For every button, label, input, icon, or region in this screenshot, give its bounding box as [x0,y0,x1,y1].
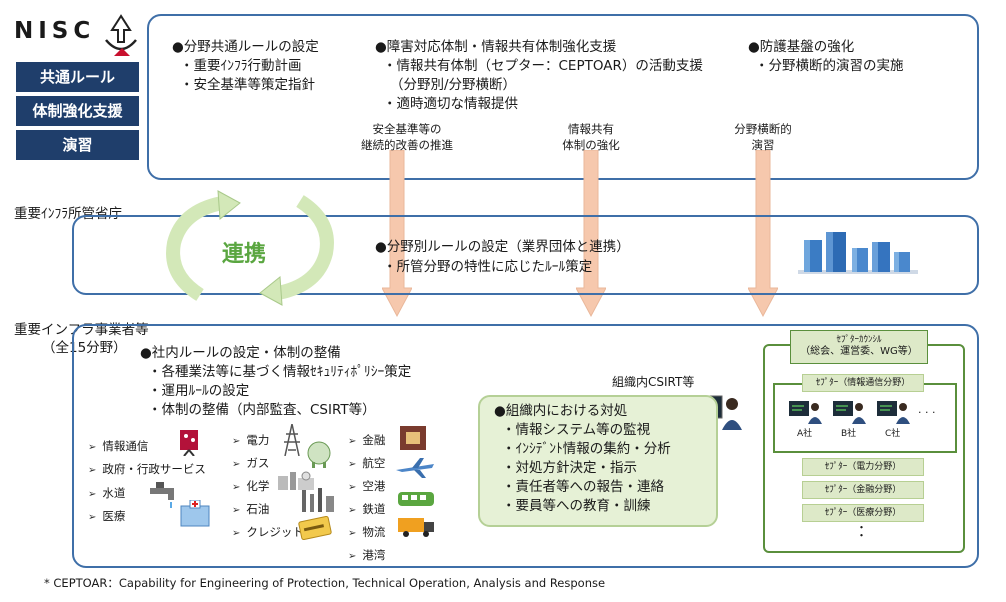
sector-item: ➢石油 [232,502,270,516]
csirt-box [478,395,718,527]
arrow-label-line: 安全基準等の [372,122,442,136]
ceptoar-council-sub: （総会、運営委、WG等） [800,346,918,357]
ceptoar-info-comm-label: ｾﾌﾟﾀｰ（情報通信分野） [802,374,924,392]
csirt-heading: ●組織内における対処 [494,403,628,419]
csirt-item: ・要員等への教育・訓練 [502,498,651,514]
col3-heading: ●防護基盤の強化 [748,39,855,55]
chemical-plant-icon [278,471,314,490]
renkei-label: 連携 [222,242,267,267]
sector-item: ➢クレジット [232,525,304,539]
col2-item: （分野別/分野横断） [390,77,517,93]
nisc-emblem-icon [105,14,137,56]
col1-heading: ●分野共通ルールの設定 [172,39,319,55]
company-label: A社 [797,429,813,439]
csirt-item: ・情報システム等の監視 [502,422,651,438]
arrow-label-line: 演習 [751,138,775,152]
middle-item: ・所管分野の特性に応じたﾙｰﾙ策定 [383,259,593,275]
ceptoar-council: ｾﾌﾟﾀｰｶｳﾝｼﾙ （総会、運営委、WG等） [790,330,928,364]
credit-card-icon [298,516,332,540]
hospital-icon [180,500,210,527]
col2-item: ・情報共有体制（セプター：CEPTOAR）の活動支援 [383,58,703,74]
sector-item: ➢電力 [232,433,270,447]
company-more-dots: . . . [918,403,936,416]
power-pylon-icon [284,424,300,456]
arrow-label-3: 分野横断的 演習 [708,121,818,153]
csirt-item: ・ｲﾝｼﾃﾞﾝﾄ情報の集約・分析 [502,441,671,457]
company-c-workstation-icon [877,401,910,424]
sector-item: ➢空港 [348,479,386,493]
company-label: C社 [885,429,901,439]
telecom-tower-icon [180,430,198,456]
nisc-logo-text: NISC [14,18,96,44]
label-common-rules: 共通ルール [16,62,139,92]
sector-item: ➢情報通信 [88,439,149,453]
label-exercise: 演習 [16,130,139,160]
middle-heading: ●分野別ルールの設定（業界団体と連携） [375,239,630,255]
arrow-label-line: 体制の強化 [562,138,620,152]
col3-item: ・分野横断的演習の実施 [755,58,904,74]
company-label: B社 [841,429,857,439]
sector-item: ➢化学 [232,479,270,493]
bottom-item: ・運用ﾙｰﾙの設定 [148,383,250,399]
arrow-label-line: 分野横断的 [734,122,792,136]
ceptoar-info-comm-box [773,383,957,453]
down-arrow-3 [748,150,778,318]
col1-item: ・安全基準等策定指針 [180,77,315,93]
cycle-arrows-icon [166,190,334,306]
arrow-label-2: 情報共有 体制の強化 [536,121,646,153]
truck-icon [398,518,434,537]
operators-subtitle: （全15分野） [42,340,127,356]
down-arrow-2 [576,150,606,318]
col2-item: ・適時適切な情報提供 [383,96,518,112]
buildings-icon [798,232,918,274]
sector-item: ➢航空 [348,456,386,470]
sector-item: ➢水道 [88,486,126,500]
sector-item: ➢医療 [88,509,126,523]
csirt-item: ・対処方針決定・指示 [502,460,637,476]
sector-item: ➢港湾 [348,548,386,562]
csirt-item: ・責任者等への報告・連絡 [502,479,664,495]
vdot: ・ [856,521,867,534]
finance-icon [400,426,426,450]
faucet-icon [150,482,174,508]
ceptoar-sector-box: ｾﾌﾟﾀｰ（電力分野） [802,458,924,476]
sector-item: ➢鉄道 [348,502,386,516]
operators-panel [72,324,979,568]
bottom-item: ・各種業法等に基づく情報ｾｷｭﾘﾃｨﾎﾟﾘｼｰ策定 [148,364,412,380]
bottom-heading: ●社内ルールの設定・体制の整備 [140,345,341,361]
ministries-panel [72,215,979,295]
ceptoar-more-dots: ・ ・ [856,521,867,542]
down-arrow-1 [382,150,412,318]
company-b-workstation-icon [833,401,866,424]
sector-item: ➢金融 [348,433,386,447]
nisc-panel [147,14,979,180]
company-a-workstation-icon [789,401,822,424]
bottom-item: ・体制の整備（内部監査、CSIRT等） [148,402,376,418]
train-icon [398,492,434,506]
col2-heading: ●障害対応体制・情報共有体制強化支援 [375,39,617,55]
sector-item: ➢政府・行政サービス [88,462,206,476]
col1-item: ・重要ｲﾝﾌﾗ行動計画 [180,58,302,74]
ceptoar-sector-box: ｾﾌﾟﾀｰ（医療分野） [802,504,924,522]
sector-item: ➢ガス [232,456,270,470]
vdot: ・ [856,529,867,542]
sector-item: ➢物流 [348,525,386,539]
gas-tank-icon [307,441,331,468]
ceptoar-council-title: ｾﾌﾟﾀｰｶｳﾝｼﾙ [836,335,882,345]
arrow-label-line: 情報共有 [568,122,614,136]
ceptoar-sector-box: ｾﾌﾟﾀｰ（金融分野） [802,481,924,499]
ministries-title: 重要ｲﾝﾌﾗ所管省庁 [14,206,122,222]
arrow-label-line: 継続的改善の推進 [361,138,453,152]
label-support: 体制強化支援 [16,96,139,126]
csirt-label: 組織内CSIRT等 [612,375,695,389]
arrow-label-1: 安全基準等の 継続的改善の推進 [352,121,462,153]
footnote: * CEPTOAR：Capability for Engineering of … [44,576,606,590]
refinery-icon [302,488,334,512]
nisc-logo: NISC [14,12,144,60]
airplane-icon [396,458,434,478]
